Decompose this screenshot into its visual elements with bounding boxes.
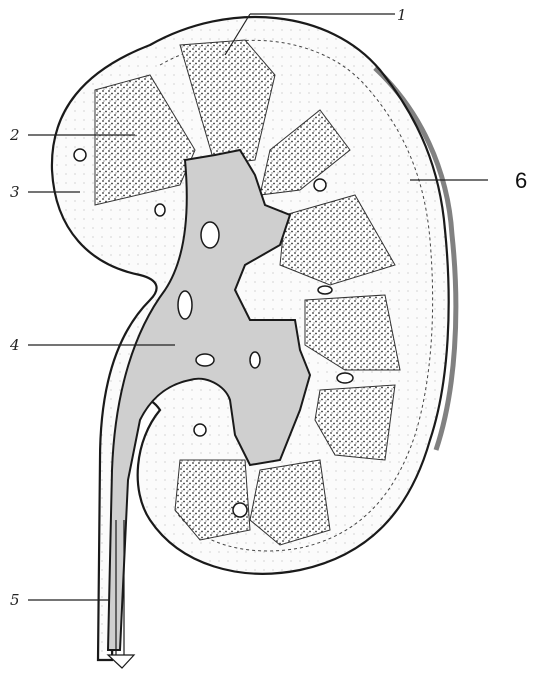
label-3: 3	[10, 183, 20, 201]
label-5: 5	[10, 591, 20, 609]
label-6: 6	[515, 168, 527, 193]
label-1: 1	[397, 6, 407, 24]
label-2: 2	[9, 126, 20, 144]
label-4: 4	[9, 336, 20, 354]
